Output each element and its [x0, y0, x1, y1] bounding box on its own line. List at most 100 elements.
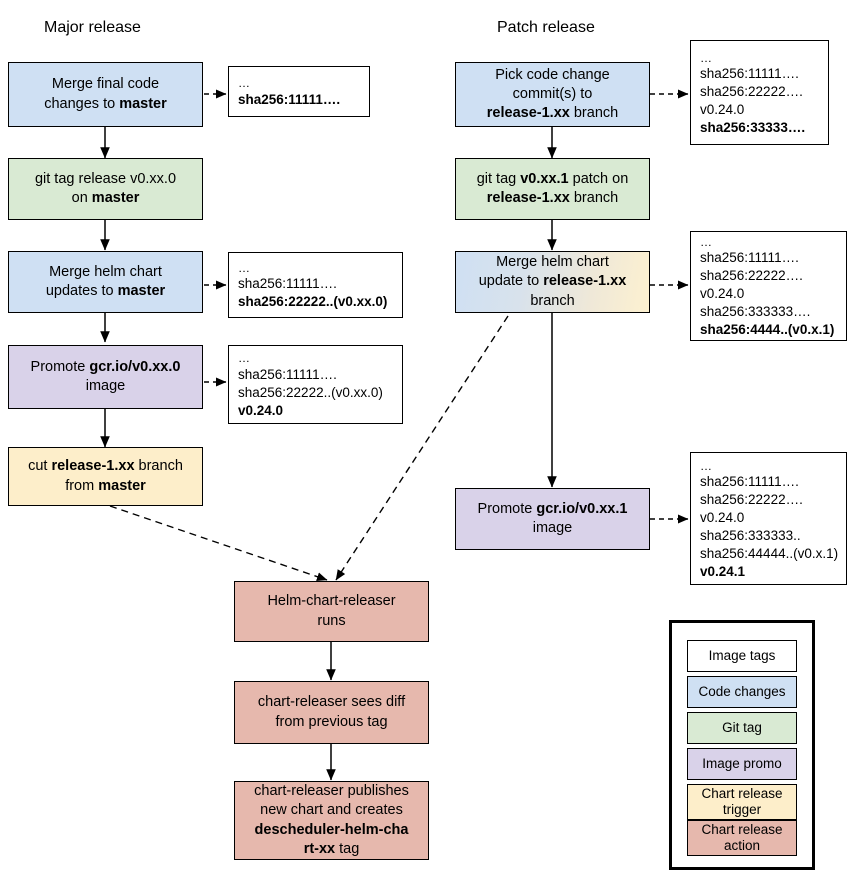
- major-promote-line1a: Promote: [30, 358, 90, 375]
- node-merge-final-code-changes[interactable]: Merge final code changes to master: [8, 62, 203, 127]
- publishes-line3: descheduler-helm-cha: [254, 821, 409, 838]
- patch-git-tag-line1c: patch on: [568, 170, 629, 187]
- legend-label-trigger-line2: trigger: [722, 802, 762, 817]
- major-git-tag-line2b: master: [91, 190, 140, 206]
- patch-merge-helm-line3: branch: [530, 292, 575, 309]
- tagbox-patch-2-line-0: sha256:11111….: [700, 250, 799, 266]
- tagbox-patch-1-line-3: sha256:33333….: [700, 119, 806, 135]
- patch-git-tag-line1a: git tag: [476, 170, 521, 187]
- tagbox-patch-1: … sha256:11111…. sha256:22222…. v0.24.0 …: [690, 40, 829, 145]
- tagbox-major-1-line-0: sha256:11111….: [238, 91, 341, 107]
- tagbox-major-3-line-2: v0.24.0: [238, 402, 284, 418]
- tagbox-patch-3-line-5: v0.24.1: [700, 563, 746, 579]
- cut-branch-line1c: branch: [134, 458, 183, 475]
- legend-item-git-tag: Git tag: [687, 712, 797, 744]
- legend-item-chart-release-trigger: Chart release trigger: [687, 784, 797, 820]
- tagbox-patch-1-line-0: sha256:11111….: [700, 65, 799, 81]
- patch-merge-helm-line1: Merge helm chart: [496, 254, 609, 271]
- patch-git-tag-line1b: v0.xx.1: [520, 170, 569, 187]
- node-chart-releaser-publishes[interactable]: chart-releaser publishes new chart and c…: [234, 781, 429, 860]
- releaser-runs-line2: runs: [317, 612, 346, 629]
- patch-merge-helm-line2b: release-1.xx: [543, 273, 627, 290]
- pick-commits-line3a: release-1.xx: [486, 105, 570, 122]
- tagbox-major-3: … sha256:11111…. sha256:22222..(v0.xx.0)…: [228, 345, 403, 424]
- legend-label-trigger-line1: Chart release: [701, 785, 783, 801]
- publishes-line4a: rt-xx: [303, 840, 336, 857]
- publishes-line4b: tag: [335, 840, 360, 857]
- tagbox-patch-2-ellipsis: …: [700, 235, 713, 250]
- legend-label-git-tag: Git tag: [722, 719, 762, 735]
- tagbox-patch-1-line-2: v0.24.0: [700, 101, 745, 117]
- patch-release-title: Patch release: [497, 19, 595, 36]
- tagbox-patch-3-ellipsis: …: [700, 458, 713, 473]
- legend-label-image-promo: Image promo: [702, 755, 782, 771]
- node-helm-chart-releaser-runs[interactable]: Helm-chart-releaser runs: [234, 581, 429, 642]
- sees-diff-line1: chart-releaser sees diff: [257, 694, 406, 711]
- merge-code-line2a: changes to: [44, 95, 120, 112]
- tagbox-patch-2: … sha256:11111…. sha256:22222…. v0.24.0 …: [690, 231, 847, 341]
- tagbox-major-1-ellipsis: …: [238, 76, 251, 91]
- node-promote-image-patch[interactable]: Promote gcr.io/v0.xx.1 image: [455, 488, 650, 550]
- major-merge-helm-line2b: master: [117, 283, 166, 299]
- node-chart-releaser-sees-diff[interactable]: chart-releaser sees diff from previous t…: [234, 681, 429, 744]
- node-merge-helm-chart-updates-master[interactable]: Merge helm chart updates to master: [8, 251, 203, 313]
- legend-label-code-changes: Code changes: [698, 683, 786, 699]
- tagbox-major-3-ellipsis: …: [238, 351, 251, 366]
- tagbox-patch-1-ellipsis: …: [700, 50, 713, 65]
- tagbox-patch-1-line-1: sha256:22222….: [700, 83, 803, 99]
- tagbox-major-2-ellipsis: …: [238, 260, 251, 275]
- tagbox-patch-3-line-0: sha256:11111….: [700, 473, 799, 489]
- merge-code-line2b: master: [119, 95, 167, 112]
- major-git-tag-line2a: on: [71, 190, 92, 206]
- legend-item-chart-release-action: Chart release action: [687, 820, 797, 856]
- cut-branch-line1b: release-1.xx: [51, 458, 135, 475]
- tagbox-patch-2-line-3: sha256:333333….: [700, 304, 811, 320]
- patch-promote-line1b: gcr.io/v0.xx.1: [536, 500, 628, 517]
- patch-git-tag-line2b: branch: [569, 190, 619, 206]
- legend-label-action-line1: Chart release: [701, 821, 783, 837]
- major-merge-helm-line1: Merge helm chart: [49, 263, 162, 280]
- node-merge-helm-chart-update-release-branch[interactable]: Merge helm chart update to release-1.xx …: [455, 251, 650, 313]
- publishes-line1: chart-releaser publishes: [254, 783, 409, 800]
- major-git-tag-line1: git tag release v0.xx.0: [34, 170, 177, 187]
- legend-label-image-tags: Image tags: [708, 647, 776, 663]
- tagbox-major-1: … sha256:11111….: [228, 66, 370, 117]
- legend-label-action-line2: action: [723, 838, 760, 853]
- legend-item-image-tags: Image tags: [687, 640, 797, 672]
- node-promote-image-major[interactable]: Promote gcr.io/v0.xx.0 image: [8, 345, 203, 409]
- major-promote-line1b: gcr.io/v0.xx.0: [89, 358, 181, 375]
- legend-item-code-changes: Code changes: [687, 676, 797, 708]
- cut-branch-line2b: master: [98, 477, 146, 494]
- publishes-line2: new chart and creates: [260, 802, 403, 819]
- legend-item-image-promo: Image promo: [687, 748, 797, 780]
- node-git-tag-release-major[interactable]: git tag release v0.xx.0 on master: [8, 158, 203, 220]
- patch-promote-line1a: Promote: [477, 500, 537, 517]
- tagbox-patch-2-line-1: sha256:22222….: [700, 268, 803, 284]
- major-promote-line2: image: [85, 378, 126, 394]
- merge-code-line1: Merge final code: [51, 76, 160, 93]
- tagbox-patch-2-line-2: v0.24.0: [700, 286, 745, 302]
- node-cut-release-branch[interactable]: cut release-1.xx branch from master: [8, 447, 203, 506]
- node-pick-code-change-commits[interactable]: Pick code change commit(s) to release-1.…: [455, 62, 650, 127]
- tagbox-major-2: … sha256:11111…. sha256:22222..(v0.xx.0): [228, 252, 403, 318]
- releaser-runs-line1: Helm-chart-releaser: [267, 593, 396, 610]
- tagbox-patch-2-line-4: sha256:4444..(v0.x.1): [700, 322, 835, 338]
- cut-branch-line1a: cut: [28, 458, 52, 475]
- patch-git-tag-line2a: release-1.xx: [486, 190, 570, 206]
- tagbox-patch-3: … sha256:11111…. sha256:22222…. v0.24.0 …: [690, 452, 847, 585]
- major-merge-helm-line2a: updates to: [45, 283, 118, 299]
- patch-merge-helm-line2a: update to: [478, 273, 544, 290]
- tagbox-patch-3-line-4: sha256:44444..(v0.x.1): [700, 545, 839, 561]
- edge-cut-branch-to-releaser: [109, 505, 328, 581]
- tagbox-major-3-line-1: sha256:22222..(v0.xx.0): [238, 384, 383, 400]
- node-git-tag-patch[interactable]: git tag v0.xx.1 patch on release-1.xx br…: [455, 158, 650, 220]
- tagbox-major-2-line-0: sha256:11111….: [238, 276, 337, 292]
- cut-branch-line2a: from: [65, 477, 99, 494]
- tagbox-patch-3-line-2: v0.24.0: [700, 509, 745, 525]
- pick-commits-line3b: branch: [569, 105, 619, 122]
- sees-diff-line2: from previous tag: [275, 713, 388, 730]
- tagbox-patch-3-line-3: sha256:333333..: [700, 527, 801, 543]
- tagbox-patch-3-line-1: sha256:22222….: [700, 491, 803, 507]
- tagbox-major-3-line-0: sha256:11111….: [238, 366, 337, 382]
